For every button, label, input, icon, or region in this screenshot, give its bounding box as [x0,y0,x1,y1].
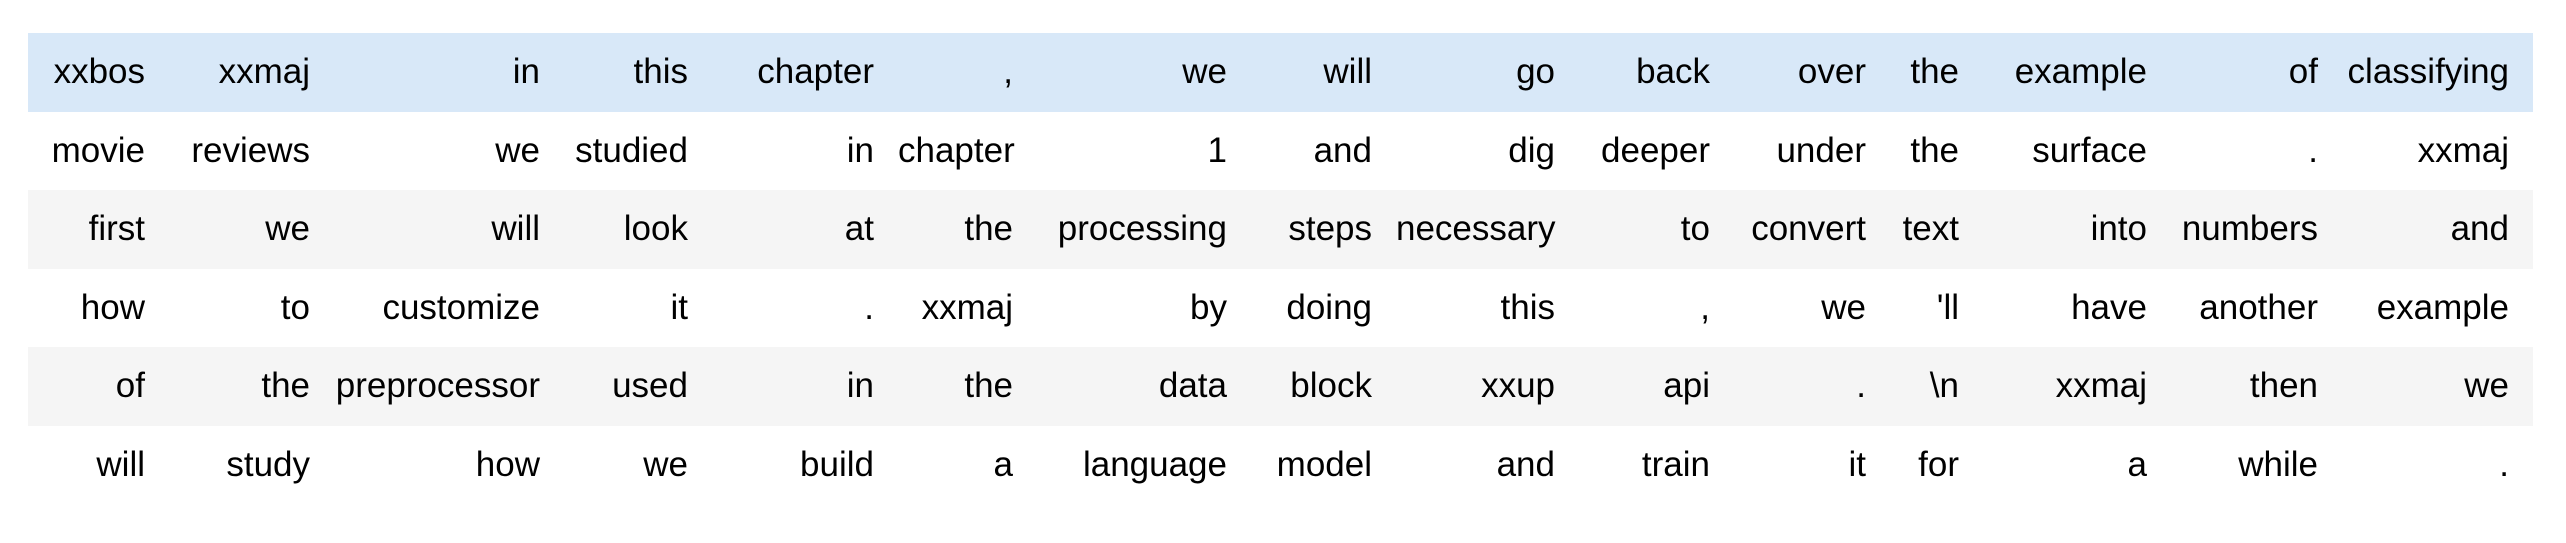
token-cell: . [2499,444,2509,484]
token-cell: customize [382,287,540,327]
token-cell: another [2199,287,2318,327]
token-cell: and [1496,444,1555,484]
token-cell: . [1856,366,1866,406]
token-cell: used [612,366,688,406]
token-cell: to [1680,209,1710,249]
token-cell: look [623,209,688,249]
token-cell: we [1821,287,1866,327]
token-cell: first [88,209,145,249]
token-cell: the [964,209,1013,249]
token-cell: xxup [1481,366,1555,406]
token-cell: will [1323,52,1372,92]
token-cell: 1 [1207,130,1227,170]
token-cell: to [280,287,310,327]
token-cell: in [512,52,540,92]
token-cell: then [2249,366,2318,406]
token-cell: how [475,444,540,484]
token-cell: steps [1288,209,1372,249]
token-cell: while [2238,444,2318,484]
token-cell: reviews [191,130,310,170]
table-row: how to customize it. xxmaj by doing this, we 'll h… [28,268,2533,347]
token-cell: necessary [1396,209,1556,249]
token-cell: have [2071,287,2147,327]
token-cell: build [800,444,874,484]
token-cell: api [1663,366,1710,406]
token-cell: in [846,130,874,170]
token-cell: in [846,366,874,406]
token-cell: we [495,130,540,170]
token-cell: a [993,444,1013,484]
token-cell: the [1910,52,1959,92]
token-cell: chapter [757,52,874,92]
token-cell: , [1700,287,1710,327]
token-cell: data [1158,366,1227,406]
token-cell: xxmaj [2055,366,2147,406]
token-cell: will [96,444,145,484]
token-cell: over [1797,52,1866,92]
token-table: xxbos xxmaj in this chapter, we will go back over… [28,33,2533,504]
token-cell: dig [1508,130,1555,170]
token-cell: of [2288,52,2318,92]
token-cell: and [2450,209,2509,249]
token-cell: a [2127,444,2147,484]
token-table-body: xxbos xxmaj in this chapter, we will go back over… [28,33,2533,504]
token-cell: , [1003,52,1013,92]
token-cell: we [2464,366,2509,406]
table-row: will study how we build a language model and trai… [28,425,2533,504]
token-cell: 'll [1936,287,1959,327]
token-cell: surface [2032,130,2147,170]
token-cell: model [1276,444,1372,484]
token-cell: the [964,366,1013,406]
token-cell: classifying [2347,52,2509,92]
token-cell: convert [1751,209,1866,249]
table-row: first we will look at the processing steps neces… [28,190,2533,269]
token-cell: studied [575,130,688,170]
token-cell: movie [51,130,145,170]
token-cell: numbers [2181,209,2318,249]
table-row: movie reviews we studied in chapter 1 and dig dee… [28,111,2533,190]
token-cell: processing [1057,209,1227,249]
token-cell: study [226,444,310,484]
token-cell: by [1190,287,1227,327]
token-cell: chapter [898,130,1015,170]
token-cell: the [261,366,310,406]
token-cell: language [1082,444,1227,484]
token-cell: under [1776,130,1866,170]
token-cell: . [2308,130,2318,170]
token-cell: xxbos [53,52,145,92]
token-cell: xxmaj [218,52,310,92]
token-cell: at [844,209,874,249]
token-cell: \n [1929,366,1959,406]
token-cell: preprocessor [335,366,540,406]
token-cell: doing [1286,287,1372,327]
token-cell: this [1500,287,1555,327]
token-cell: and [1313,130,1372,170]
token-cell: we [1182,52,1227,92]
token-cell: the [1910,130,1959,170]
token-cell: train [1641,444,1710,484]
token-cell: into [2090,209,2147,249]
token-cell: we [643,444,688,484]
token-cell: of [115,366,145,406]
notebook-output-area: xxbos xxmaj in this chapter, we will go back over… [28,33,2533,504]
token-cell: back [1636,52,1710,92]
token-cell: will [491,209,540,249]
table-row: xxbos xxmaj in this chapter, we will go back over… [28,33,2533,112]
token-cell: it [670,287,689,327]
table-row: of the preprocessor used in the data block xxup a… [28,347,2533,426]
token-cell: . [864,287,874,327]
token-cell: xxmaj [2417,130,2509,170]
token-cell: text [1902,209,1959,249]
token-cell: we [265,209,310,249]
token-cell: block [1290,366,1372,406]
token-cell: it [1848,444,1867,484]
token-cell: for [1918,444,1959,484]
token-cell: example [2376,287,2509,327]
token-cell: how [80,287,145,327]
token-cell: xxmaj [921,287,1013,327]
token-cell: this [633,52,688,92]
token-cell: go [1516,52,1555,92]
token-cell: deeper [1601,130,1710,170]
token-cell: example [2014,52,2147,92]
